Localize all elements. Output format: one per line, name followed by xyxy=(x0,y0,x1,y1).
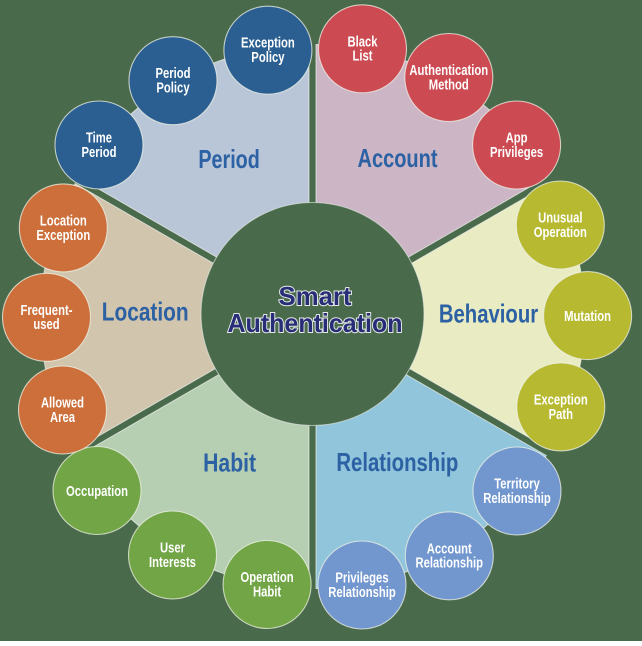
svg-text:Smart: Smart xyxy=(279,281,352,311)
svg-text:Period: Period xyxy=(198,144,259,174)
svg-text:Authentication: Authentication xyxy=(228,308,403,338)
svg-text:Relationship: Relationship xyxy=(336,447,458,477)
svg-text:Mutation: Mutation xyxy=(564,308,611,325)
svg-text:Occupation: Occupation xyxy=(66,483,128,500)
svg-text:Behaviour: Behaviour xyxy=(439,299,538,329)
svg-text:Habit: Habit xyxy=(203,448,256,478)
svg-text:Account: Account xyxy=(358,143,438,173)
svg-text:Frequent-used: Frequent-used xyxy=(21,302,73,333)
svg-text:Location: Location xyxy=(102,297,189,327)
